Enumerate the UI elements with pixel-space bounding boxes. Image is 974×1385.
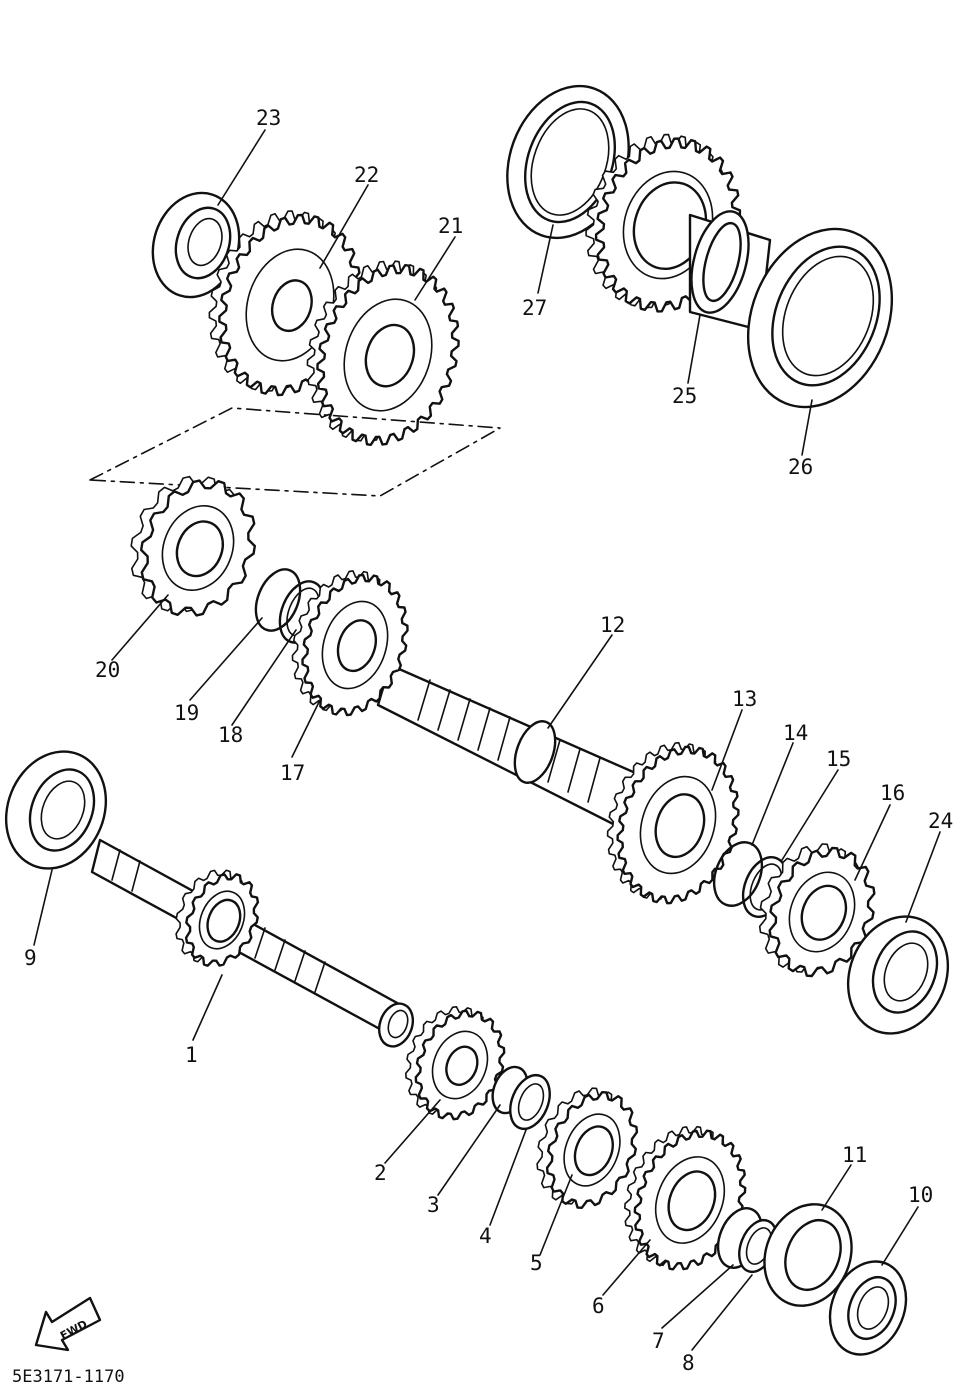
collar-25 (688, 210, 772, 332)
gear-2 (404, 1005, 506, 1121)
gear-20 (130, 475, 257, 617)
shaft-12 (376, 663, 642, 832)
assembly-bracket-outline (89, 407, 501, 497)
gear-17 (291, 570, 409, 717)
leader-lines (33, 129, 941, 1351)
callout-21: 21 (438, 214, 463, 238)
callout-16: 16 (880, 781, 905, 805)
callout-13: 13 (732, 687, 757, 711)
shaft-1 (90, 838, 415, 1048)
callout-14: 14 (783, 721, 808, 745)
callout-3: 3 (427, 1193, 440, 1217)
callout-6: 6 (592, 1294, 605, 1318)
callout-17: 17 (280, 761, 305, 785)
callout-26: 26 (788, 455, 813, 479)
bearing-26 (746, 227, 894, 409)
callout-9: 9 (24, 946, 37, 970)
callout-4: 4 (479, 1224, 492, 1248)
bearing-11 (763, 1203, 853, 1307)
fwd-arrow: FWD (34, 1296, 102, 1352)
callout-25: 25 (672, 384, 697, 408)
callout-7: 7 (652, 1329, 665, 1353)
gear-6 (623, 1125, 747, 1271)
callout-8: 8 (682, 1351, 695, 1375)
callout-23: 23 (256, 106, 281, 130)
callout-12: 12 (600, 613, 625, 637)
callout-numbers: 1 2 3 4 5 6 7 8 9 10 11 12 13 14 15 16 1… (24, 106, 953, 1375)
seal-10 (828, 1260, 908, 1356)
gear-5 (536, 1087, 639, 1210)
gear-13 (606, 741, 740, 905)
gear-16 (758, 843, 876, 978)
callout-18: 18 (218, 723, 243, 747)
callout-19: 19 (174, 701, 199, 725)
callout-24: 24 (928, 809, 953, 833)
part-code: 5E3171-1170 (12, 1367, 125, 1385)
callout-15: 15 (826, 747, 851, 771)
gear-21 (306, 260, 460, 446)
callout-2: 2 (374, 1161, 387, 1185)
bearing-24 (846, 915, 950, 1035)
callout-5: 5 (530, 1251, 543, 1275)
callout-1: 1 (185, 1043, 198, 1067)
bearing-9 (4, 750, 108, 870)
callout-20: 20 (95, 658, 120, 682)
ring-4 (509, 1073, 551, 1131)
callout-27: 27 (522, 296, 547, 320)
callout-22: 22 (354, 163, 379, 187)
gear-1 (175, 869, 260, 967)
ring-14 (712, 841, 764, 907)
callout-11: 11 (842, 1143, 867, 1167)
ring-19 (254, 568, 302, 632)
callout-10: 10 (908, 1183, 933, 1207)
